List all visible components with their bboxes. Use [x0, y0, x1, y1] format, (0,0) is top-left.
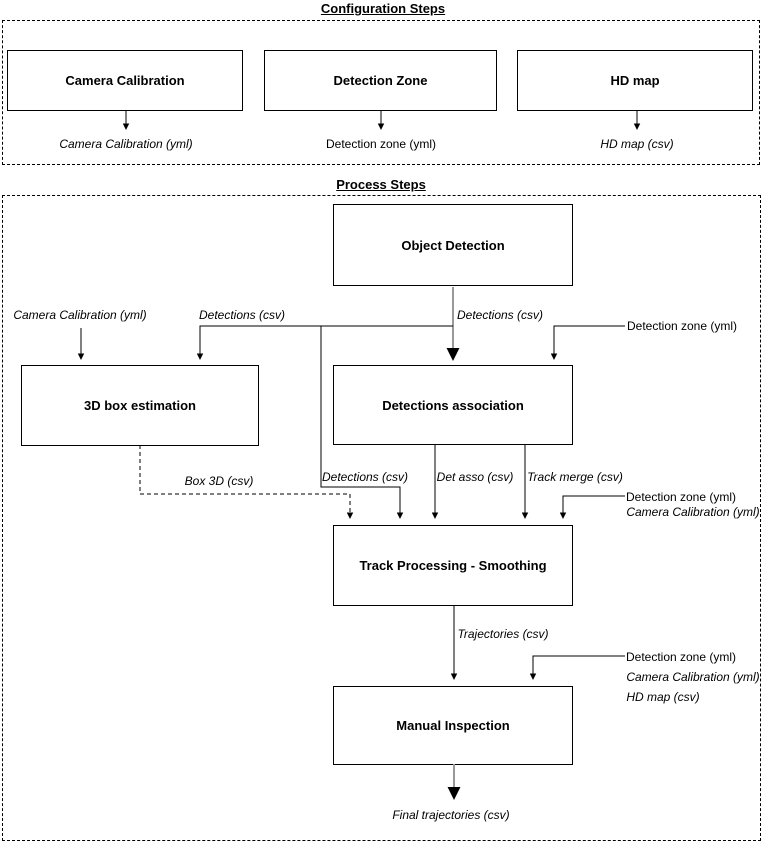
process-section-title: Process Steps	[336, 177, 426, 192]
process-section-border	[2, 195, 761, 841]
edge-label-det-asso-csv: Det asso (csv)	[436, 470, 514, 484]
node-manual-inspection: Manual Inspection	[333, 686, 573, 765]
edge-label-final-trajectories-csv: Final trajectories (csv)	[392, 808, 510, 822]
node-hd-map: HD map	[517, 50, 753, 111]
node-camera-calibration: Camera Calibration	[7, 50, 243, 111]
node-3d-box-estimation: 3D box estimation	[21, 365, 259, 446]
configuration-section-border	[2, 20, 760, 165]
edge-label-detections-csv-into-association: Detections (csv)	[456, 308, 544, 322]
edge-label-detection-zone-yml-into-track-processing: Detection zone (yml)	[625, 490, 737, 504]
config-output-label-camera-calibration-yml: Camera Calibration (yml)	[59, 137, 193, 151]
node-detections-association: Detections association	[333, 365, 573, 445]
node-detection-zone: Detection Zone	[264, 50, 497, 111]
edge-label-camera-calibration-yml-into-manual-inspection: Camera Calibration (yml)	[626, 670, 760, 684]
config-output-label-detection-zone-yml: Detection zone (yml)	[325, 137, 437, 151]
edge-label-trajectories-csv: Trajectories (csv)	[457, 627, 549, 641]
edge-label-camera-calibration-yml-into-3d-box: Camera Calibration (yml)	[13, 308, 147, 322]
edge-label-hd-map-csv-into-manual-inspection: HD map (csv)	[626, 690, 700, 704]
edge-label-detections-csv-into-3d-box: Detections (csv)	[198, 308, 286, 322]
edge-label-box-3d-csv: Box 3D (csv)	[184, 474, 254, 488]
edge-label-track-merge-csv: Track merge (csv)	[527, 470, 623, 484]
edge-label-detection-zone-yml-into-association: Detection zone (yml)	[626, 319, 738, 333]
edge-label-detections-csv-into-track-processing: Detections (csv)	[321, 470, 409, 484]
node-object-detection: Object Detection	[333, 204, 573, 286]
config-output-label-hd-map-csv: HD map (csv)	[600, 137, 674, 151]
edge-label-camera-calibration-yml-into-track-processing: Camera Calibration (yml)	[626, 505, 760, 519]
edge-label-detection-zone-yml-into-manual-inspection: Detection zone (yml)	[625, 650, 737, 664]
configuration-section-title: Configuration Steps	[320, 1, 446, 16]
node-track-processing-smoothing: Track Processing - Smoothing	[333, 525, 573, 606]
